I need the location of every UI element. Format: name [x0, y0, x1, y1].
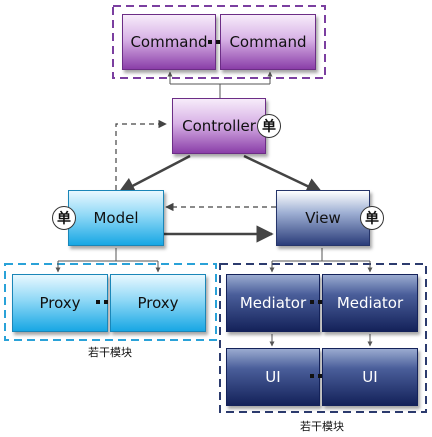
view-label: View	[305, 209, 341, 227]
model-singleton-badge: 单	[52, 206, 76, 230]
mediator-box-right: Mediator	[322, 274, 418, 332]
mediator-box-left: Mediator	[226, 274, 320, 332]
proxy-left-label: Proxy	[39, 294, 81, 312]
controller-label: Controller	[182, 117, 256, 135]
model-to-proxies	[55, 248, 161, 273]
controller-to-commands	[167, 71, 273, 98]
controller-box: Controller	[172, 98, 266, 154]
view-to-mediators	[269, 248, 373, 273]
command-left-label: Command	[130, 33, 208, 51]
view-box: View	[276, 190, 370, 246]
proxy-group-frame	[4, 263, 217, 341]
proxy-box-right: Proxy	[110, 274, 206, 332]
model-box: Model	[68, 190, 164, 246]
model-to-controller-dashed	[115, 119, 167, 190]
controller-to-view-arrow	[243, 154, 324, 195]
controller-singleton-badge: 单	[257, 114, 281, 138]
ui-box-left: UI	[226, 348, 320, 406]
ui-left-label: UI	[265, 368, 281, 386]
ui-right-label: UI	[362, 368, 378, 386]
view-singleton-badge: 单	[360, 206, 384, 230]
command-right-label: Command	[229, 33, 307, 51]
model-label: Model	[93, 209, 139, 227]
command-box-left: Command	[122, 14, 216, 70]
mediator-left-label: Mediator	[239, 294, 307, 312]
ui-box-right: UI	[322, 348, 418, 406]
proxy-right-label: Proxy	[137, 294, 179, 312]
mediator-right-label: Mediator	[336, 294, 404, 312]
controller-to-model-arrow	[117, 154, 191, 195]
proxy-box-left: Proxy	[12, 274, 108, 332]
view-modules-caption: 若干模块	[300, 420, 344, 433]
view-modules-frame	[219, 263, 427, 413]
command-box-right: Command	[220, 14, 316, 70]
command-group-frame	[112, 5, 326, 79]
proxy-group-caption: 若干模块	[88, 346, 132, 359]
